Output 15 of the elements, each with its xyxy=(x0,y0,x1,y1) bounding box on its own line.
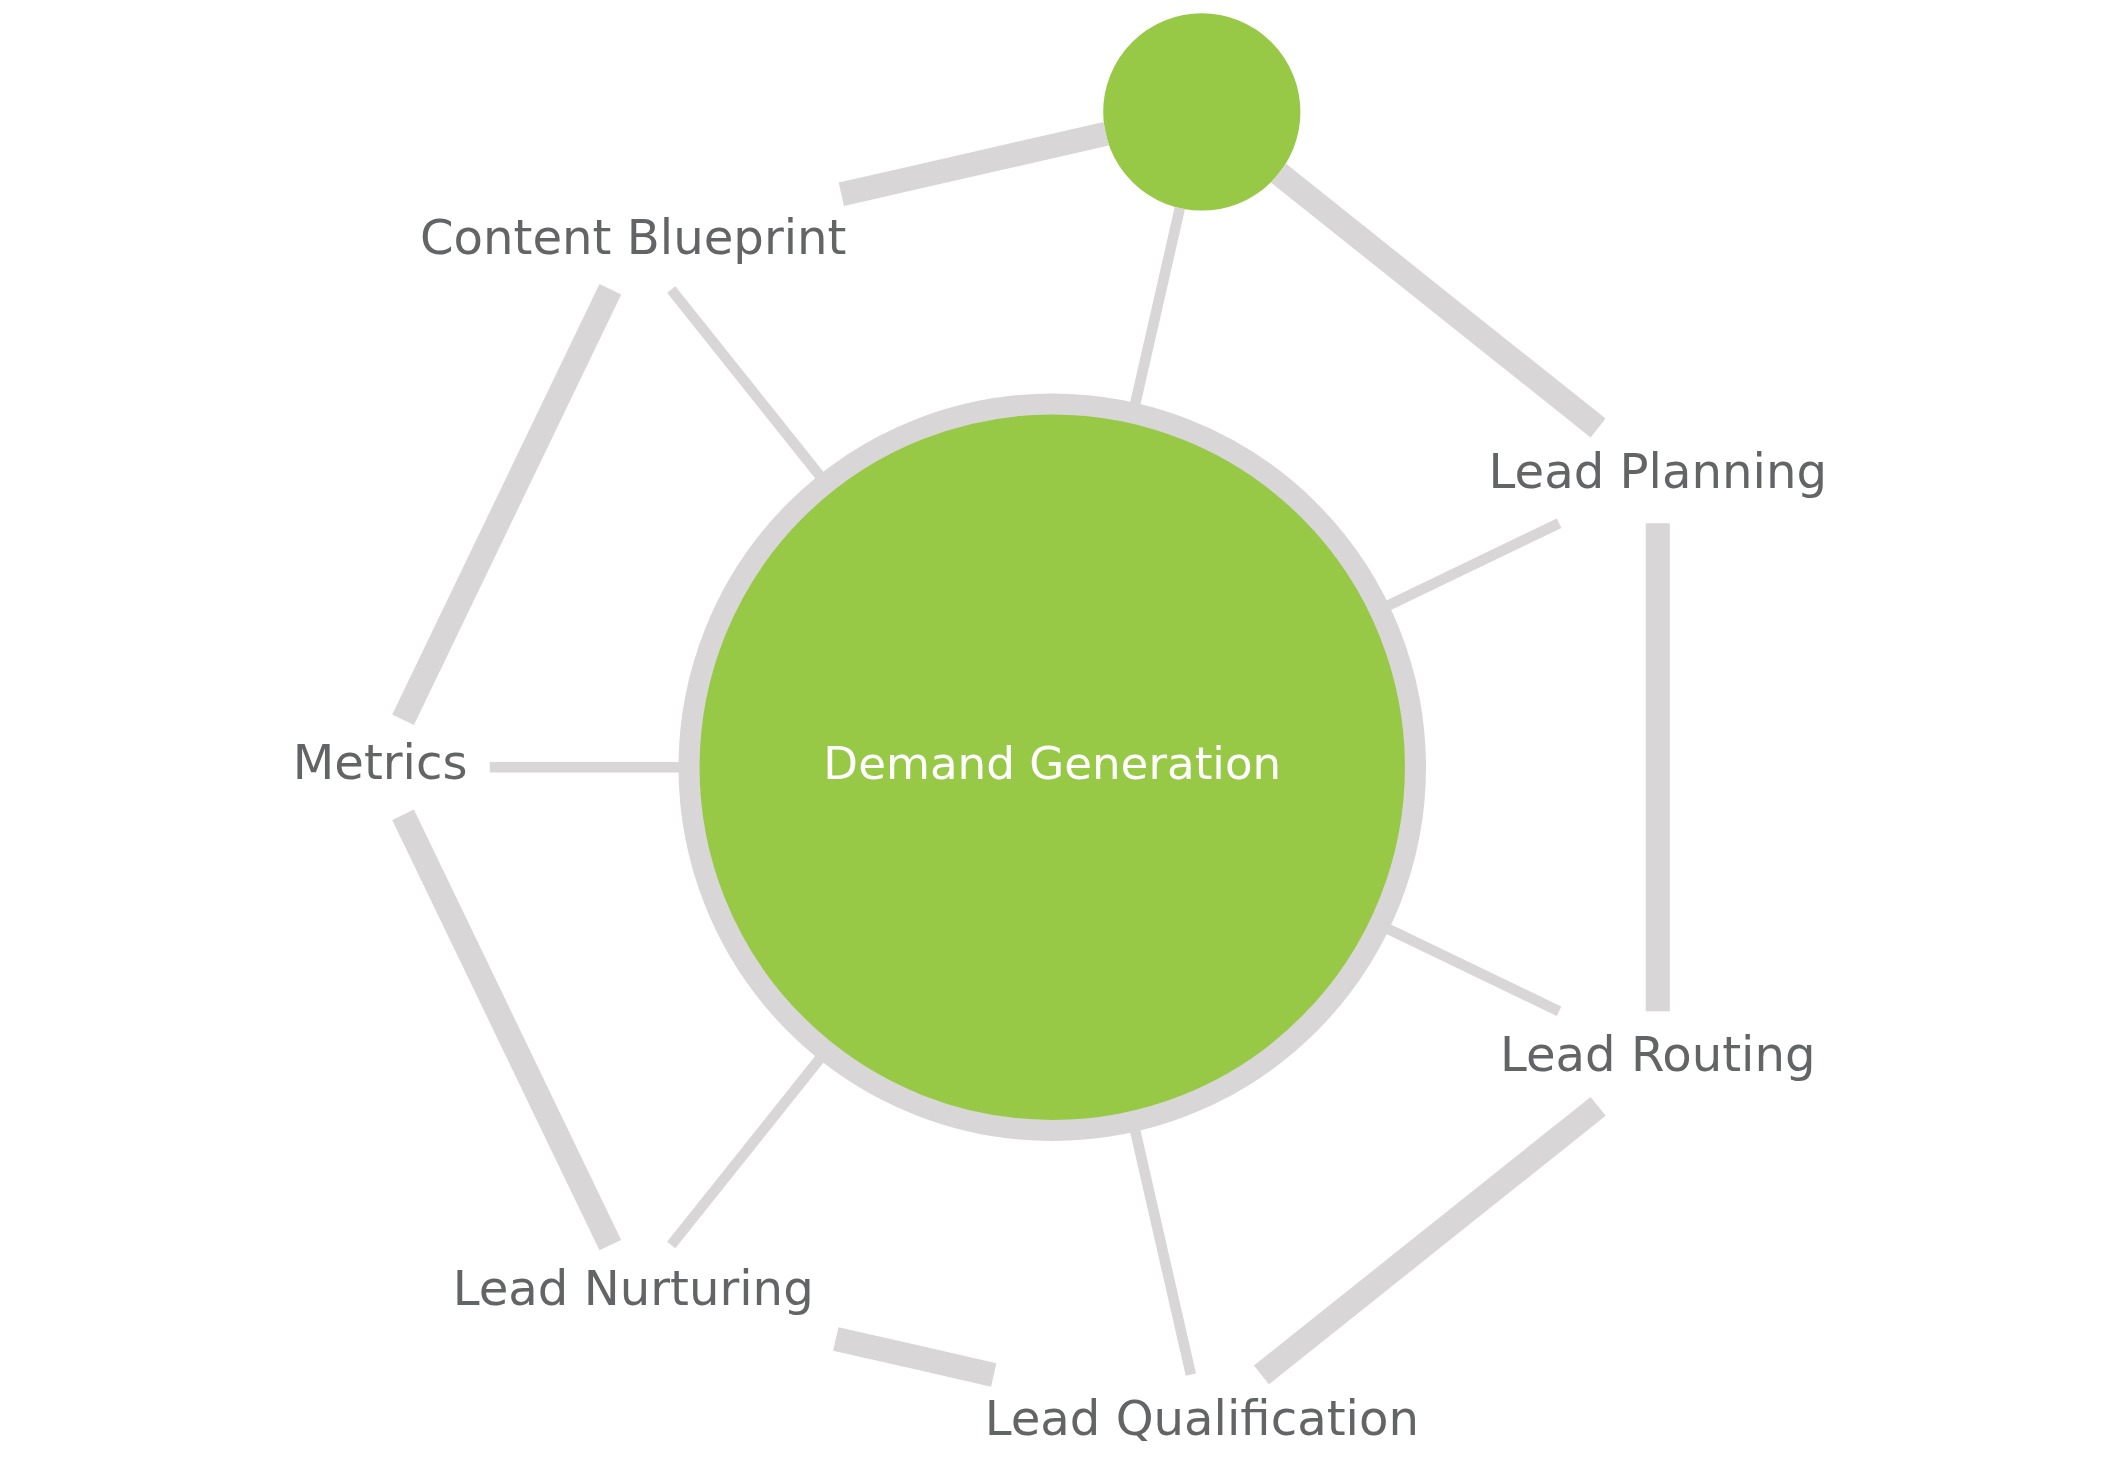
node-circle xyxy=(1103,13,1301,211)
connector xyxy=(392,809,622,1251)
connector xyxy=(1253,1096,1606,1385)
node-text: Metrics xyxy=(292,734,468,791)
connector xyxy=(1271,163,1606,438)
node-text: Lead Routing xyxy=(1499,1026,1816,1083)
node-circle: Demand Generation xyxy=(678,393,1426,1141)
node-text: Content Blueprint xyxy=(419,208,847,265)
connector xyxy=(838,122,1109,207)
connector xyxy=(392,284,622,725)
connector xyxy=(833,1327,997,1387)
node-text: Lead Planning xyxy=(1488,442,1827,499)
connector xyxy=(1645,523,1670,1012)
node-text: Lead Qualification xyxy=(984,1389,1419,1446)
node-text: Lead Nurturing xyxy=(452,1259,814,1316)
